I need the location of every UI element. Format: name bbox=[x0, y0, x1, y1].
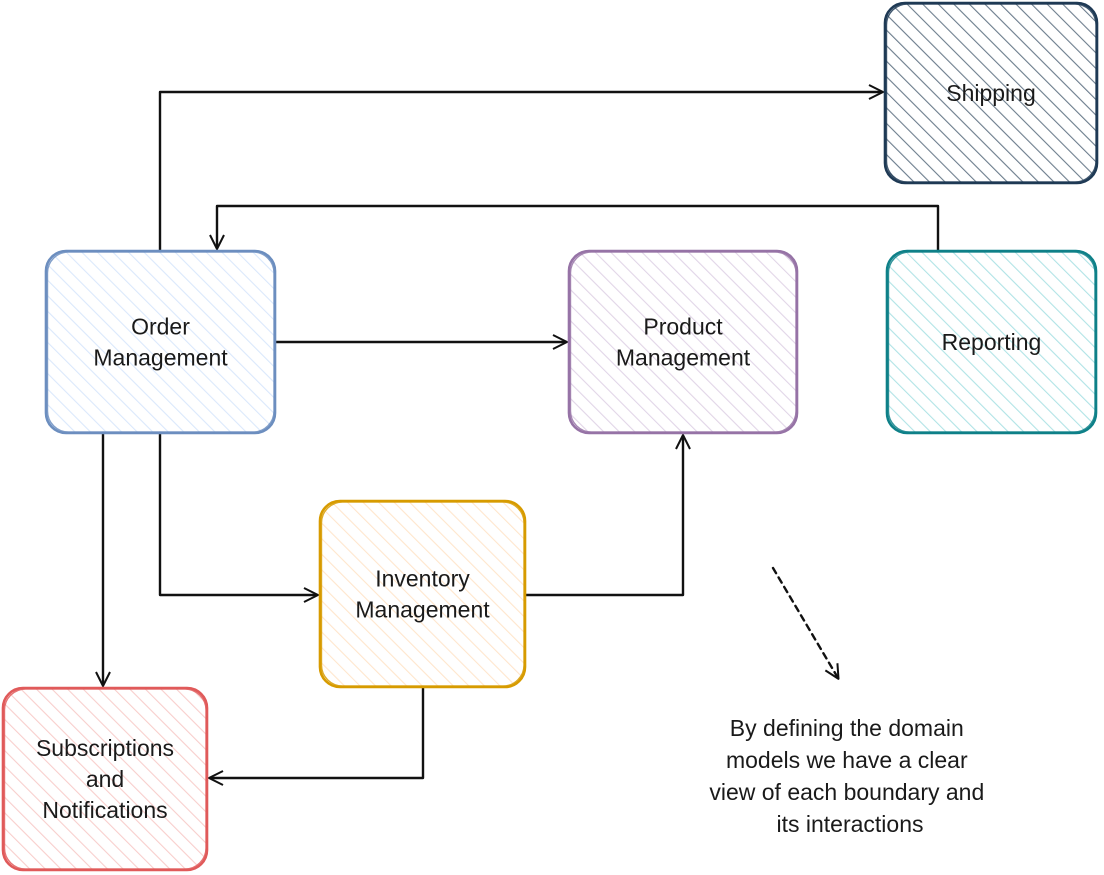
node-label-line: Notifications bbox=[42, 797, 167, 823]
edges-layer bbox=[95, 84, 940, 786]
note-pointer-arrow bbox=[771, 566, 840, 680]
edge-order-to-shipping bbox=[158, 84, 884, 253]
edge-inventory-to-subscriptions bbox=[208, 685, 425, 786]
note-layer: By defining the domain models we have a … bbox=[709, 566, 990, 837]
node-label-line: Management bbox=[93, 345, 228, 371]
note-text: By defining the domain models we have a … bbox=[709, 715, 990, 837]
node-box-product-management bbox=[567, 249, 799, 435]
node-outline-order-management bbox=[46, 251, 275, 433]
node-outline-shipping bbox=[885, 3, 1097, 183]
node-box-order-management bbox=[44, 249, 277, 435]
edge-order-to-inventory bbox=[158, 431, 319, 603]
node-label-line: Management bbox=[616, 345, 751, 371]
note-line-4: its interactions bbox=[776, 811, 923, 837]
node-box-subscriptions-notifications bbox=[1, 686, 209, 872]
node-outline-subscriptions-notifications bbox=[3, 688, 207, 870]
node-outline-reporting bbox=[887, 251, 1096, 433]
node-box-reporting bbox=[885, 249, 1098, 435]
node-label-line: Order bbox=[131, 314, 190, 340]
node-label-reporting: Reporting bbox=[942, 329, 1042, 355]
edge-inventory-to-product bbox=[523, 434, 691, 597]
node-box-shipping bbox=[883, 1, 1099, 185]
node-label-line: and bbox=[86, 766, 124, 792]
note-line-2: models we have a clear bbox=[726, 747, 968, 773]
node-label-line: Shipping bbox=[946, 80, 1036, 106]
edge-reporting-to-order bbox=[209, 204, 940, 253]
node-shipping: Shipping bbox=[883, 1, 1099, 185]
node-label-line: Reporting bbox=[942, 329, 1042, 355]
note-line-1: By defining the domain bbox=[730, 715, 964, 741]
node-label-line: Inventory bbox=[375, 566, 470, 592]
note-line-3: view of each boundary and bbox=[709, 779, 984, 805]
node-label-line: Management bbox=[355, 597, 490, 623]
node-label-line: Product bbox=[643, 314, 723, 340]
node-label-line: Subscriptions bbox=[36, 735, 174, 761]
node-outline-product-management bbox=[569, 251, 797, 433]
node-outline-inventory-management bbox=[320, 501, 525, 687]
node-box-inventory-management bbox=[318, 499, 527, 689]
node-label-shipping: Shipping bbox=[946, 80, 1036, 106]
node-reporting: Reporting bbox=[885, 249, 1098, 435]
